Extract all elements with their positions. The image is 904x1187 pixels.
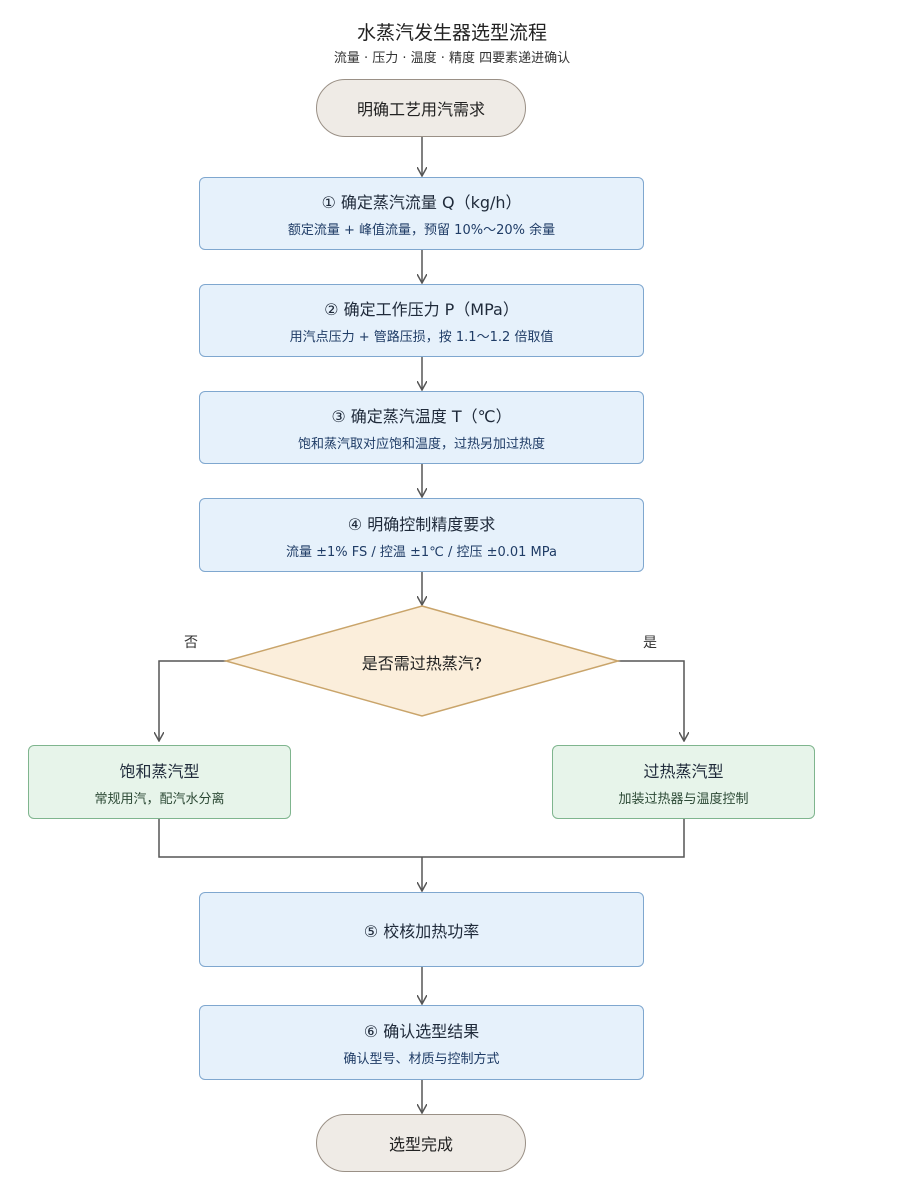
start-node-label: 明确工艺用汽需求 [356, 100, 485, 119]
decision-diamond [223, 605, 621, 717]
superheated-label: 过热蒸汽型 [643, 761, 724, 781]
step1-box: ① 确定蒸汽流量 Q（kg/h） 额定流量 + 峰值流量，预留 10%～20% … [199, 177, 644, 250]
step6-detail: 确认型号、材质与控制方式 [343, 1052, 500, 1067]
step3-box: ③ 确定蒸汽温度 T（℃） 饱和蒸汽取对应饱和温度，过热另加过热度 [199, 391, 644, 464]
step5-box: ⑤ 校核加热功率 [199, 892, 644, 967]
superheated-box: 过热蒸汽型 加装过热器与温度控制 [552, 745, 815, 819]
diagram-title: 水蒸汽发生器选型流程 [356, 22, 547, 44]
step5-label: ⑤ 校核加热功率 [363, 921, 480, 941]
step6-label: ⑥ 确认选型结果 [363, 1022, 480, 1041]
step2-label: ② 确定工作压力 P（MPa） [324, 300, 519, 319]
start-node: 明确工艺用汽需求 [316, 79, 526, 137]
arrow-decision-yes [618, 660, 684, 740]
end-node: 选型完成 [316, 1114, 526, 1172]
saturated-label: 饱和蒸汽型 [119, 761, 200, 781]
saturated-box: 饱和蒸汽型 常规用汽，配汽水分离 [28, 745, 291, 819]
branch-yes-label: 是 [643, 635, 657, 651]
step2-box: ② 确定工作压力 P（MPa） 用汽点压力 + 管路压损，按 1.1～1.2 倍… [199, 284, 644, 357]
diagram-subtitle: 流量 · 压力 · 温度 · 精度 四要素递进确认 [333, 51, 571, 66]
end-node-label: 选型完成 [388, 1135, 453, 1154]
step3-label: ③ 确定蒸汽温度 T（℃） [331, 407, 512, 426]
superheated-detail: 加装过热器与温度控制 [618, 791, 749, 807]
step4-label: ④ 明确控制精度要求 [347, 514, 496, 534]
merge-line [158, 819, 685, 858]
step2-detail: 用汽点压力 + 管路压损，按 1.1～1.2 倍取值 [289, 330, 554, 345]
step6-box: ⑥ 确认选型结果 确认型号、材质与控制方式 [199, 1005, 644, 1080]
step1-detail: 额定流量 + 峰值流量，预留 10%～20% 余量 [287, 223, 556, 238]
arrow-decision-no [159, 660, 226, 740]
branch-no-label: 否 [184, 635, 198, 651]
decision-label: 是否需过热蒸汽? [361, 654, 483, 673]
step1-label: ① 确定蒸汽流量 Q（kg/h） [321, 193, 522, 212]
step4-detail: 流量 ±1% FS / 控温 ±1℃ / 控压 ±0.01 MPa [285, 544, 557, 560]
step4-box: ④ 明确控制精度要求 流量 ±1% FS / 控温 ±1℃ / 控压 ±0.01… [199, 498, 644, 572]
saturated-detail: 常规用汽，配汽水分离 [94, 791, 225, 807]
step3-detail: 饱和蒸汽取对应饱和温度，过热另加过热度 [297, 437, 545, 452]
